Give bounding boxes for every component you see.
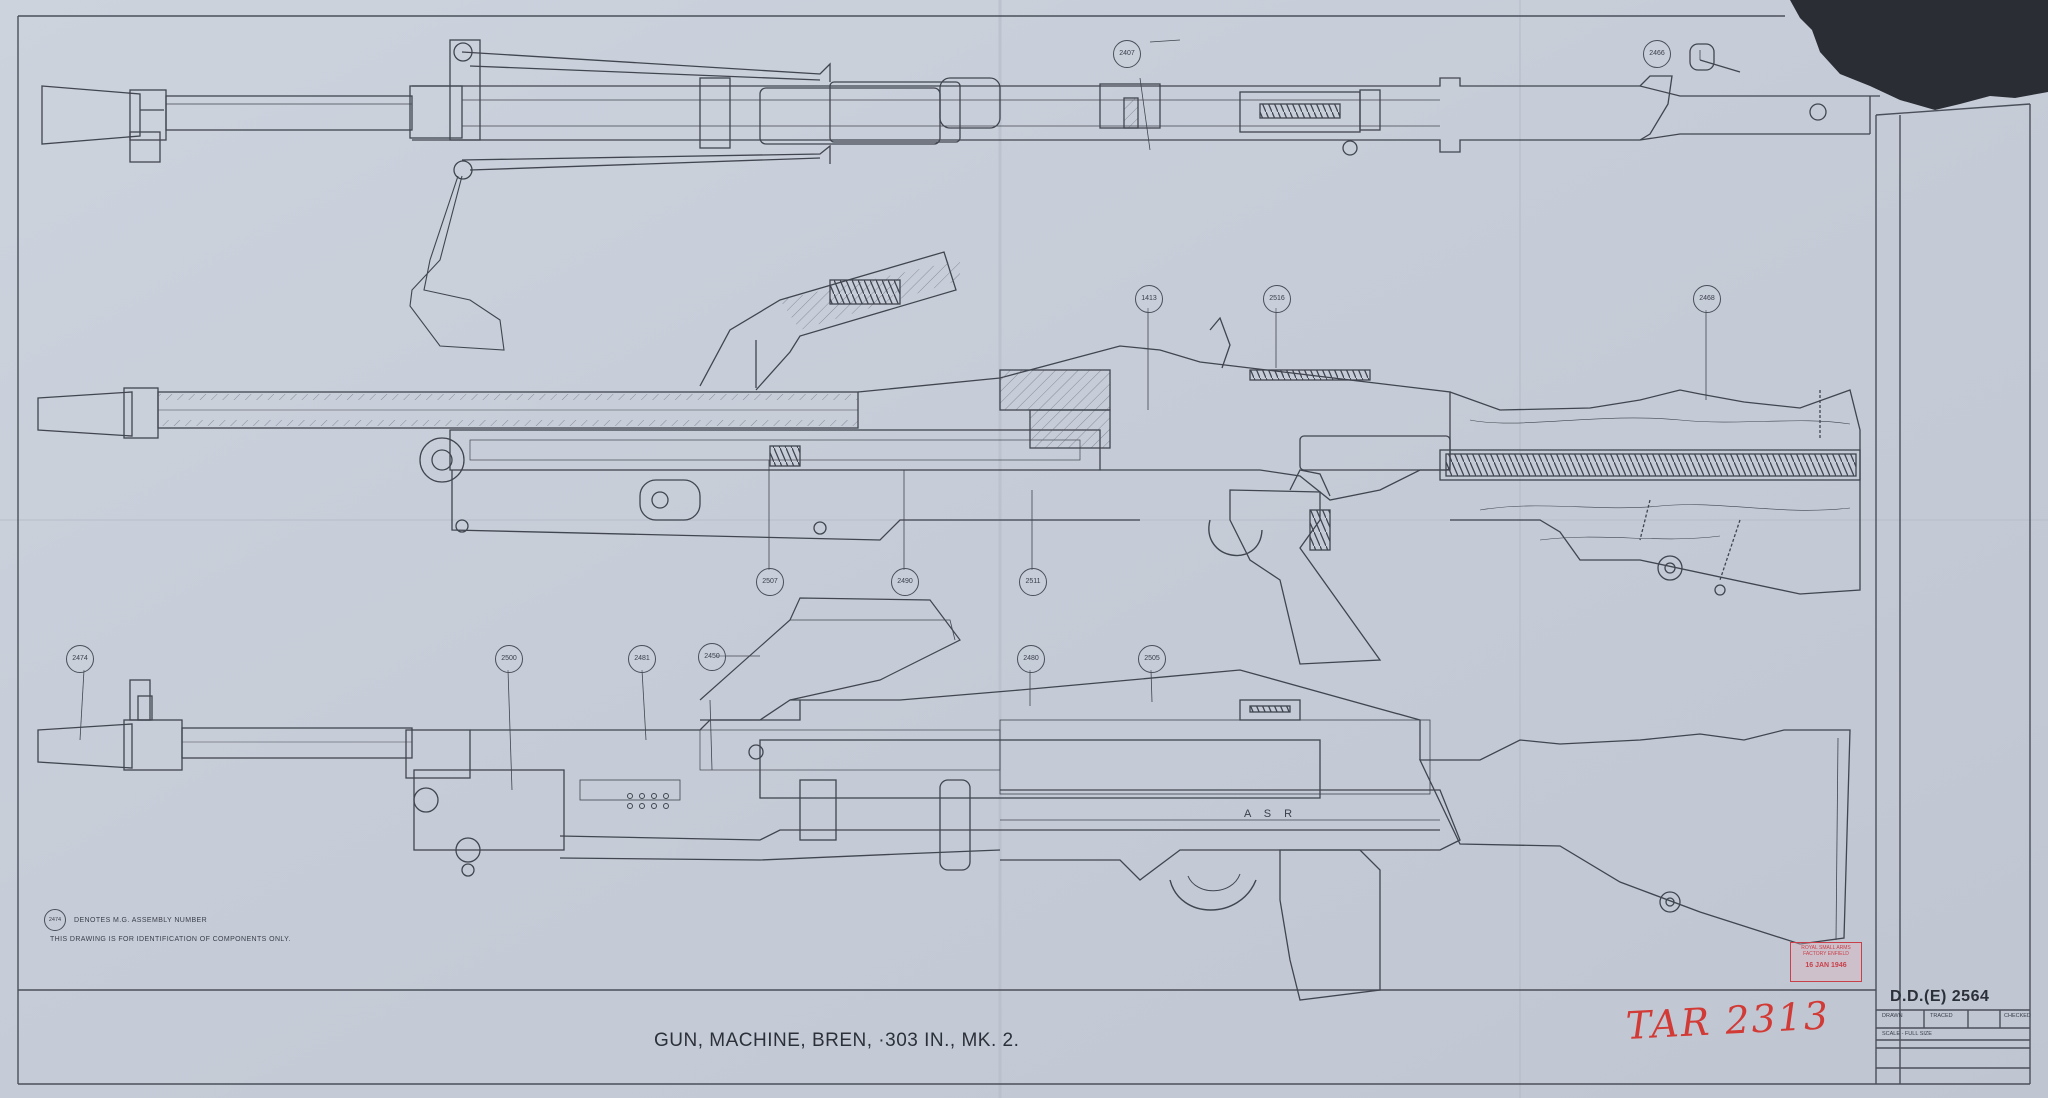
callout-bubble: 2500 [495,645,523,673]
callout-bubble: 2516 [1263,285,1291,313]
callout-bubble: 2407 [1113,40,1141,68]
callout-bubble: 2450 [698,643,726,671]
callout-bubble: 2507 [756,568,784,596]
side-view [37,39,1851,1001]
callout-bubble: 2505 [1138,645,1166,673]
section-view [37,50,1861,665]
callout-bubble: 1413 [1135,285,1163,313]
callout-bubble: 2511 [1019,568,1047,596]
top-view [41,39,1880,351]
legend-denotes: DENOTES M.G. ASSEMBLY NUMBER [74,917,208,924]
callout-bubble: 2474 [66,645,94,673]
receiver-marking: A S R [1244,808,1298,820]
legend-note: THIS DRAWING IS FOR IDENTIFICATION OF CO… [50,936,291,943]
scale-label: SCALE - FULL SIZE [1882,1031,1932,1037]
drawn-label: DRAWN [1882,1013,1903,1019]
callout-bubble: 2481 [628,645,656,673]
traced-label: TRACED [1930,1013,1953,1019]
stamp-text: ROYAL SMALL ARMS FACTORY ENFIELD [1801,945,1851,957]
callout-bubble: 2480 [1017,645,1045,673]
stamp-date: 16 JAN 1946 [1805,962,1847,969]
callout-bubble: 2468 [1693,285,1721,313]
legend-bubble: 2474 [44,909,66,931]
checked-label: CHECKED [2004,1013,2031,1019]
drawing-number: D.D.(E) 2564 [1890,988,1990,1005]
callout-bubble: 2490 [891,568,919,596]
approval-stamp: ROYAL SMALL ARMS FACTORY ENFIELD 16 JAN … [1790,942,1862,982]
drawing-title: GUN, MACHINE, BREN, ·303 IN., MK. 2. [654,1030,1020,1051]
callout-bubble: 2466 [1643,40,1671,68]
